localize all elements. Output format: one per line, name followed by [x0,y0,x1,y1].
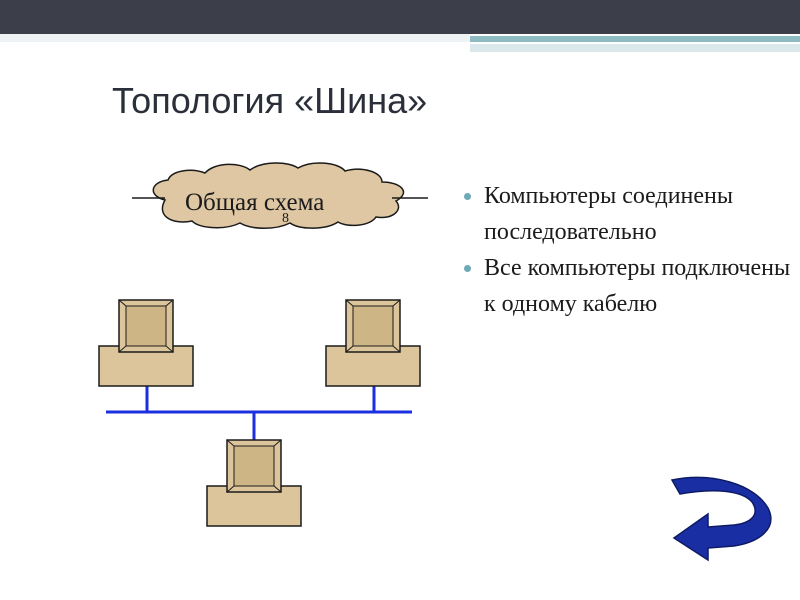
computer-bottom [206,439,302,527]
bullet-dot-icon [464,265,471,272]
bullet-list: Компьютеры соединены последовательно Все… [462,178,792,322]
slide-title: Топология «Шина» [112,80,428,121]
bus-cable [106,386,412,440]
cloud-callout [132,162,428,229]
header-bar [0,0,800,34]
bullet-item: Компьютеры соединены последовательно [462,178,792,250]
bullet-text: Все компьютеры подключены к одному кабел… [484,255,791,317]
bullet-dot-icon [464,193,471,200]
bullet-item: Все компьютеры подключены к одному кабел… [462,250,792,322]
header-underline [0,34,470,42]
cloud-mark: 8 [282,211,289,226]
computer-right [325,299,421,387]
bullet-text: Компьютеры соединены последовательно [484,183,734,245]
cloud-label: Общая схема [185,189,325,216]
computer-left [98,299,194,387]
curved-return-arrow-icon[interactable] [670,476,772,562]
header-accent-strip-light [470,44,800,52]
header-accent-strip [470,36,800,42]
